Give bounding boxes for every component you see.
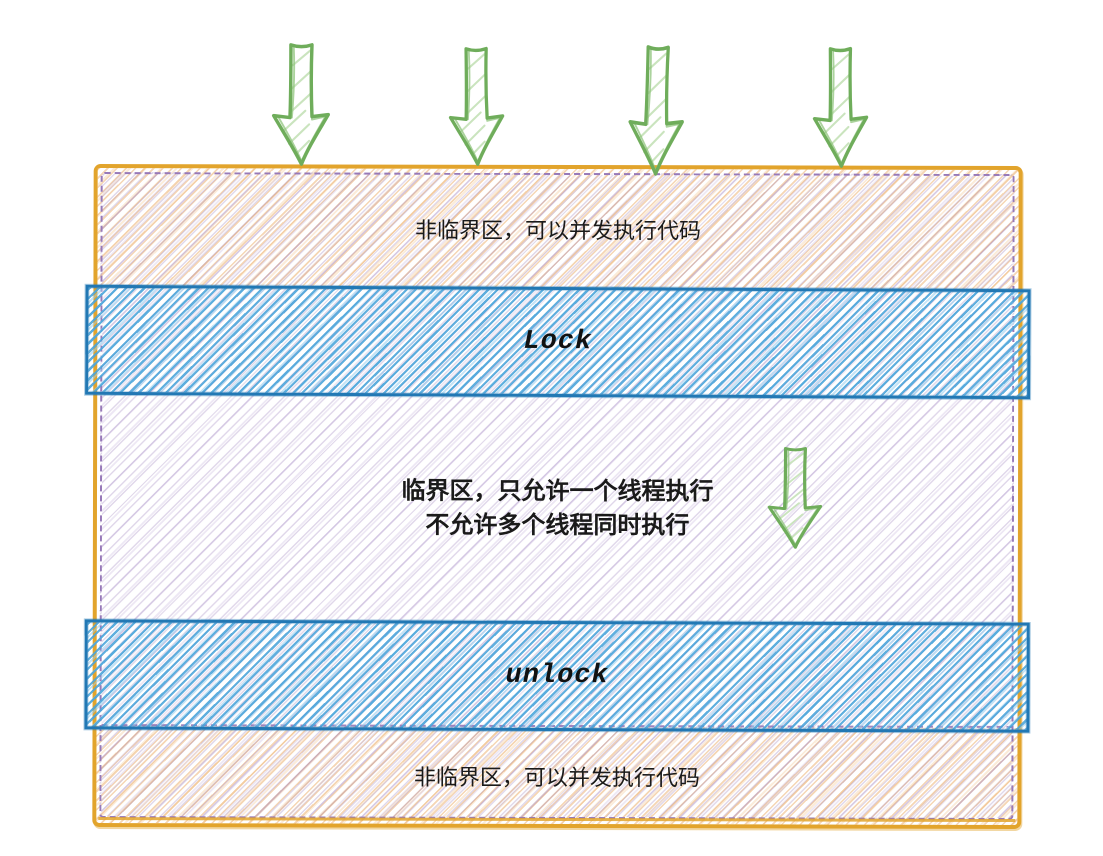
lock-band: Lock	[85, 284, 1031, 400]
down-arrow-icon	[807, 44, 872, 171]
lock-label: Lock	[523, 326, 593, 358]
critical-section-line1: 临界区，只允许一个线程执行	[401, 477, 714, 506]
down-arrow-icon	[443, 44, 509, 169]
non-critical-top-label: 非临界区，可以并发执行代码	[415, 217, 702, 244]
down-arrow-icon	[267, 40, 334, 168]
critical-section-line2: 不允许多个线程同时执行	[425, 511, 690, 540]
non-critical-bottom-label-wrap: 非临界区，可以并发执行代码	[96, 726, 1017, 825]
down-arrow-icon	[763, 444, 826, 550]
down-arrow-icon	[623, 41, 690, 178]
code-flow-diagram: Lock unlock 非临界区，可以并发执行代码 临界区，只允许一个线程执行 …	[84, 164, 1031, 829]
non-critical-bottom-label: 非临界区，可以并发执行代码	[413, 764, 700, 790]
unlock-label: unlock	[505, 660, 609, 692]
non-critical-top-label-wrap: 非临界区，可以并发执行代码	[97, 168, 1018, 290]
critical-section-label: 临界区，只允许一个线程执行 不允许多个线程同时执行	[97, 396, 1019, 644]
